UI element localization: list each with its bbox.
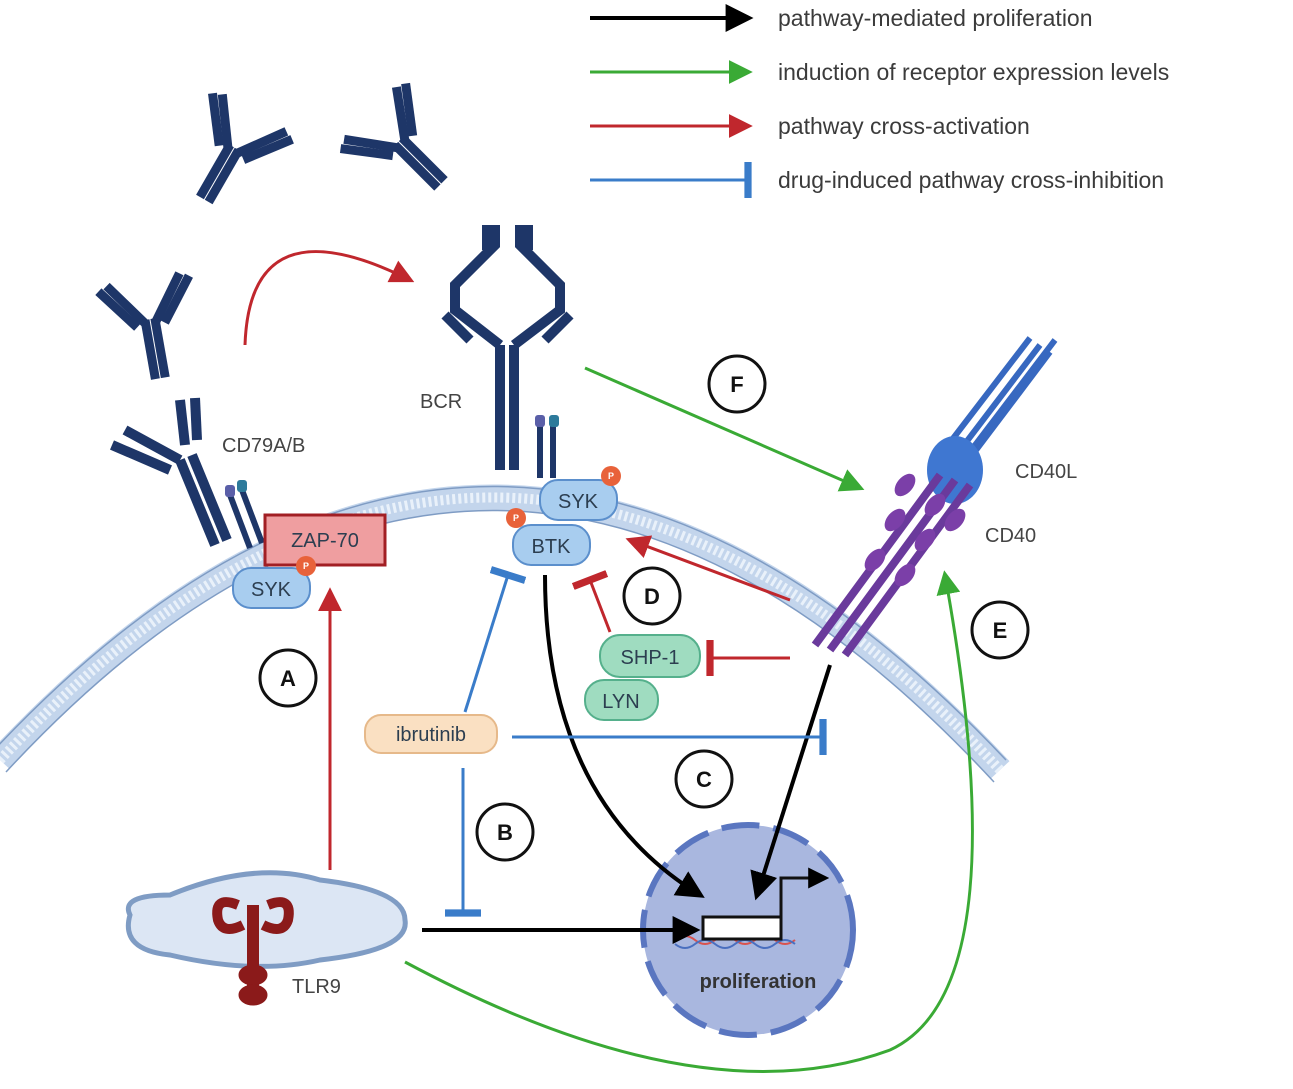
shp1-label: SHP-1	[621, 647, 680, 669]
cd40-domains	[864, 473, 966, 587]
lyn-pill: LYN	[584, 679, 659, 721]
tlr9-label: TLR9	[292, 976, 341, 998]
phospho-syk-left	[296, 556, 316, 576]
ibrutinib-inhibits-btk	[463, 566, 527, 713]
legend-label-1: pathway-mediated proliferation	[778, 5, 1093, 31]
marker-b: B	[475, 802, 535, 862]
shp1-inhibits-btk	[571, 570, 612, 633]
cd40-label: CD40	[985, 525, 1036, 547]
shp1-pill: SHP-1	[599, 634, 701, 678]
svg-text:F: F	[730, 372, 743, 397]
btk-label: BTK	[532, 536, 572, 558]
cd40l-label: CD40L	[1015, 461, 1077, 483]
transcription-arrow	[779, 867, 830, 928]
marker-d: D	[622, 566, 682, 626]
ibrutinib-pill: ibrutinib	[364, 714, 498, 754]
tlr9-endosome	[125, 870, 408, 969]
bcr-induces-cd40-arrow	[584, 366, 865, 492]
ibrutinib-label: ibrutinib	[396, 724, 466, 746]
svg-text:D: D	[644, 584, 660, 609]
zap70-box: ZAP-70	[263, 513, 387, 567]
phospho-btk-label: P	[513, 513, 519, 523]
bcr-receptor	[441, 225, 574, 470]
phospho-btk	[506, 508, 526, 528]
btk-pill: BTK P	[506, 508, 591, 566]
bcr-label: BCR	[420, 391, 462, 413]
proliferation-label: proliferation	[700, 971, 817, 993]
tlr9-receptor	[212, 897, 294, 1006]
cd79-receptor	[110, 397, 232, 547]
btk-to-nucleus-arrow	[543, 574, 705, 898]
syk-pill: SYK P	[539, 466, 621, 521]
cd40l-body	[927, 436, 983, 504]
marker-f: F	[707, 354, 767, 414]
free-antibody-2	[338, 81, 474, 217]
free-antibody-1	[164, 90, 294, 223]
free-antibody-3	[98, 272, 206, 386]
gene-box	[701, 915, 783, 941]
phospho-syk-label: P	[608, 471, 614, 481]
phospho-syk	[601, 466, 621, 486]
syk-label: SYK	[558, 491, 599, 513]
bcr-coreceptor	[535, 415, 559, 478]
svg-text:A: A	[280, 666, 296, 691]
cd40-to-nucleus-arrow	[750, 664, 832, 901]
svg-text:B: B	[497, 820, 513, 845]
cd40-to-btk-arrow	[625, 535, 791, 602]
syk-left-label: SYK	[251, 579, 292, 601]
svg-text:C: C	[696, 767, 712, 792]
tlr9-induces-cd40-arrow	[404, 570, 974, 1073]
svg-text:E: E	[993, 618, 1008, 643]
marker-c: C	[674, 749, 734, 809]
lyn-label: LYN	[602, 691, 639, 713]
legend: pathway-mediated proliferation induction…	[590, 4, 1169, 198]
syk-left-pill: SYK P	[232, 556, 316, 609]
red-curved-arrow-top	[243, 250, 415, 346]
marker-a: A	[258, 648, 318, 708]
phospho-syk-left-label: P	[303, 561, 309, 571]
marker-e: E	[970, 600, 1030, 660]
zap70-label: ZAP-70	[291, 530, 359, 552]
legend-label-2: induction of receptor expression levels	[778, 59, 1169, 85]
cell-membrane	[0, 484, 1010, 783]
cd79-label: CD79A/B	[222, 435, 305, 457]
cd79-coreceptor	[225, 480, 265, 550]
legend-label-4: drug-induced pathway cross-inhibition	[778, 167, 1164, 193]
legend-label-3: pathway cross-activation	[778, 113, 1030, 139]
